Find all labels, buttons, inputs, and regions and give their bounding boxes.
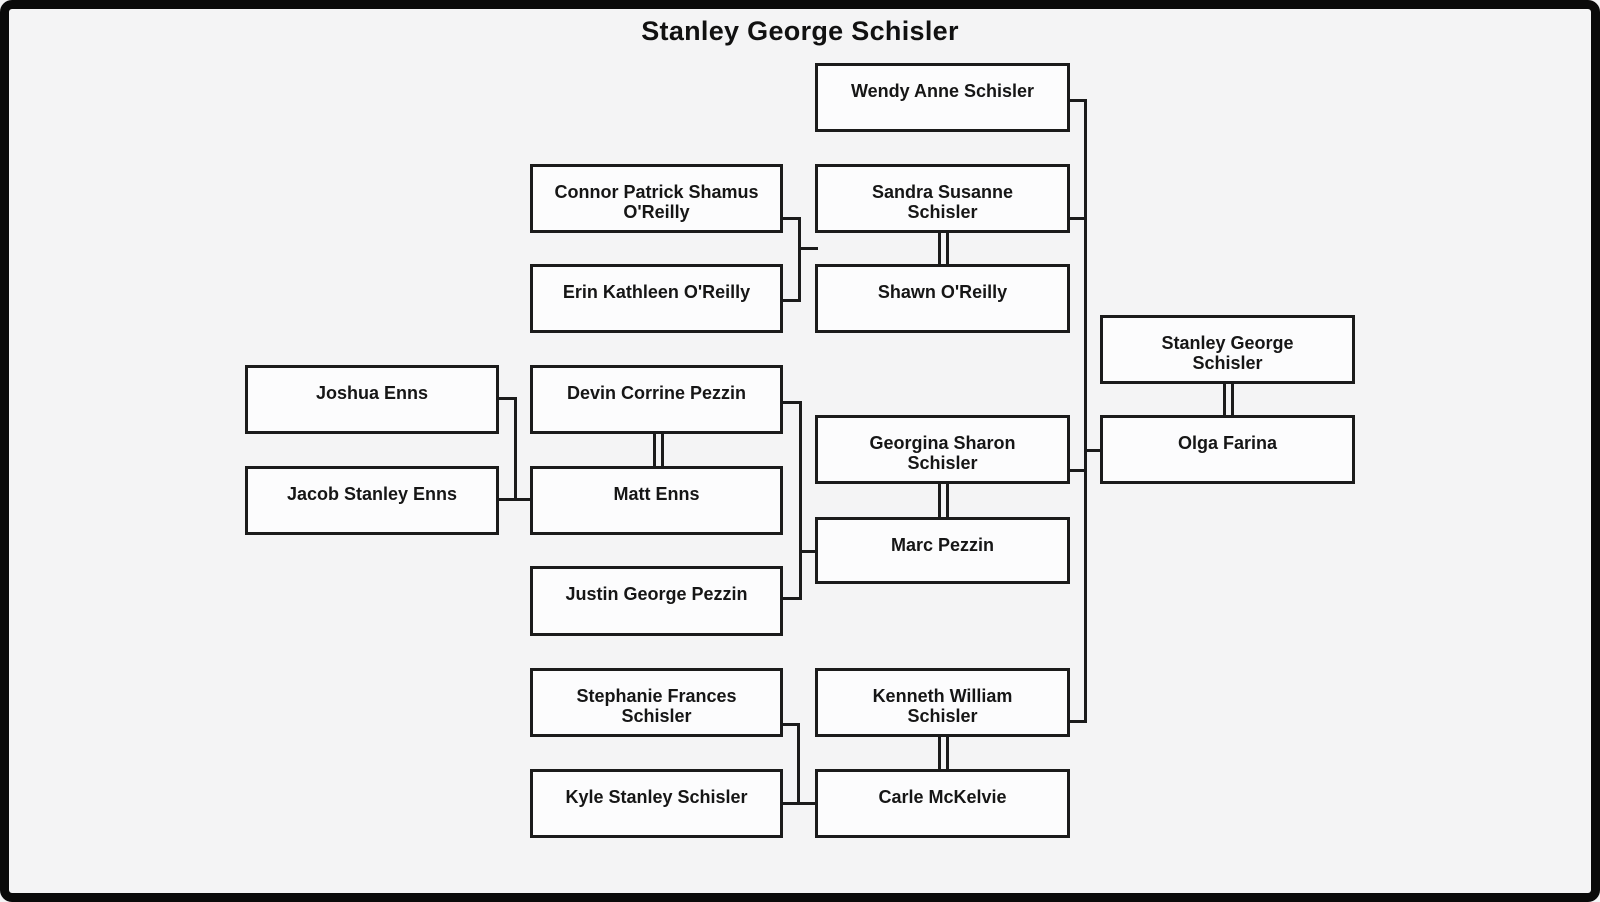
person-name-line: Olga Farina <box>1177 433 1278 453</box>
person-name-line: Stanley George <box>1161 333 1294 353</box>
person-name-line: Devin Corrine Pezzin <box>566 383 747 403</box>
person-name-line: Justin George Pezzin <box>565 584 748 604</box>
marriage-line-kenneth-carle-left <box>938 737 941 769</box>
person-name: Wendy Anne Schisler <box>818 66 1067 101</box>
person-name-line: Joshua Enns <box>315 383 429 403</box>
person-name-line: Marc Pezzin <box>890 535 995 555</box>
person-name: Carle McKelvie <box>818 772 1067 807</box>
person-name-line: O'Reilly <box>623 202 690 222</box>
person-box-matt: Matt Enns <box>530 466 783 535</box>
child-stub-joshua <box>499 397 517 400</box>
person-name-line: Stephanie Frances <box>576 686 737 706</box>
person-name: Jacob Stanley Enns <box>248 469 496 504</box>
marriage-line-georgina-marc-right <box>946 484 949 517</box>
person-name-line: Kyle Stanley Schisler <box>565 787 748 807</box>
person-name-line: Sandra Susanne <box>871 182 1014 202</box>
person-box-joshua: Joshua Enns <box>245 365 499 434</box>
children-trunk-stanley-olga <box>1084 99 1087 723</box>
person-name-line: Erin Kathleen O'Reilly <box>562 282 751 302</box>
person-name-line: Wendy Anne Schisler <box>850 81 1035 101</box>
child-stub-wendy <box>1070 99 1087 102</box>
person-name-line: Schisler <box>907 453 978 473</box>
person-box-jacob: Jacob Stanley Enns <box>245 466 499 535</box>
child-stub-connor <box>783 217 801 220</box>
marriage-line-sandra-shawn-left <box>938 233 941 264</box>
person-name-line: Kenneth William <box>872 686 1013 706</box>
chart-title: Stanley George Schisler <box>641 16 959 46</box>
person-box-kyle: Kyle Stanley Schisler <box>530 769 783 838</box>
marriage-line-devin-matt-left <box>653 434 656 466</box>
person-name: Kyle Stanley Schisler <box>533 772 780 807</box>
marriage-line-sandra-shawn-right <box>946 233 949 264</box>
child-stub-erin <box>783 299 801 302</box>
person-name-line: Schisler <box>621 706 692 726</box>
children-trunk-georgina-marc <box>799 401 802 600</box>
person-name-line: Carle McKelvie <box>878 787 1007 807</box>
person-name: Justin George Pezzin <box>533 569 780 604</box>
marriage-line-stanley-olga-right <box>1231 384 1234 415</box>
person-name-line: Jacob Stanley Enns <box>286 484 458 504</box>
couple-connector-sandra-shawn <box>798 247 818 250</box>
children-trunk-kenneth-carle <box>797 723 800 805</box>
person-box-justin: Justin George Pezzin <box>530 566 783 636</box>
child-stub-stephanie <box>783 723 800 726</box>
person-box-olga: Olga Farina <box>1100 415 1355 484</box>
child-stub-georgina <box>1070 469 1087 472</box>
marriage-line-stanley-olga-left <box>1223 384 1226 415</box>
person-box-marc: Marc Pezzin <box>815 517 1070 584</box>
person-name-line: Connor Patrick Shamus <box>554 182 759 202</box>
person-name-line: Schisler <box>907 202 978 222</box>
marriage-line-devin-matt-right <box>661 434 664 466</box>
person-name: Olga Farina <box>1103 418 1352 453</box>
person-box-wendy: Wendy Anne Schisler <box>815 63 1070 132</box>
person-box-erin: Erin Kathleen O'Reilly <box>530 264 783 333</box>
child-stub-kenneth <box>1070 720 1087 723</box>
couple-connector-georgina-marc <box>799 550 818 553</box>
person-name-line: Georgina Sharon <box>869 433 1016 453</box>
person-name: Devin Corrine Pezzin <box>533 368 780 403</box>
person-name: Matt Enns <box>533 469 780 504</box>
child-stub-kyle-connector-kenneth-carle <box>783 802 818 805</box>
person-name-line: Schisler <box>907 706 978 726</box>
marriage-line-georgina-marc-left <box>938 484 941 517</box>
person-name: Marc Pezzin <box>818 520 1067 555</box>
person-box-carle: Carle McKelvie <box>815 769 1070 838</box>
person-name: Joshua Enns <box>248 368 496 403</box>
person-name: Shawn O'Reilly <box>818 267 1067 302</box>
children-trunk-devin-matt <box>514 397 517 501</box>
child-stub-sandra <box>1070 217 1087 220</box>
person-name-line: Matt Enns <box>613 484 700 504</box>
marriage-line-kenneth-carle-right <box>946 737 949 769</box>
child-stub-devin <box>783 401 802 404</box>
person-box-devin: Devin Corrine Pezzin <box>530 365 783 434</box>
child-stub-justin <box>783 597 802 600</box>
couple-connector-stanley-olga <box>1084 449 1103 452</box>
person-box-shawn: Shawn O'Reilly <box>815 264 1070 333</box>
children-trunk-sandra-shawn <box>798 217 801 302</box>
person-name-line: Schisler <box>1192 353 1263 373</box>
person-name-line: Shawn O'Reilly <box>877 282 1008 302</box>
person-name: Erin Kathleen O'Reilly <box>533 267 780 302</box>
